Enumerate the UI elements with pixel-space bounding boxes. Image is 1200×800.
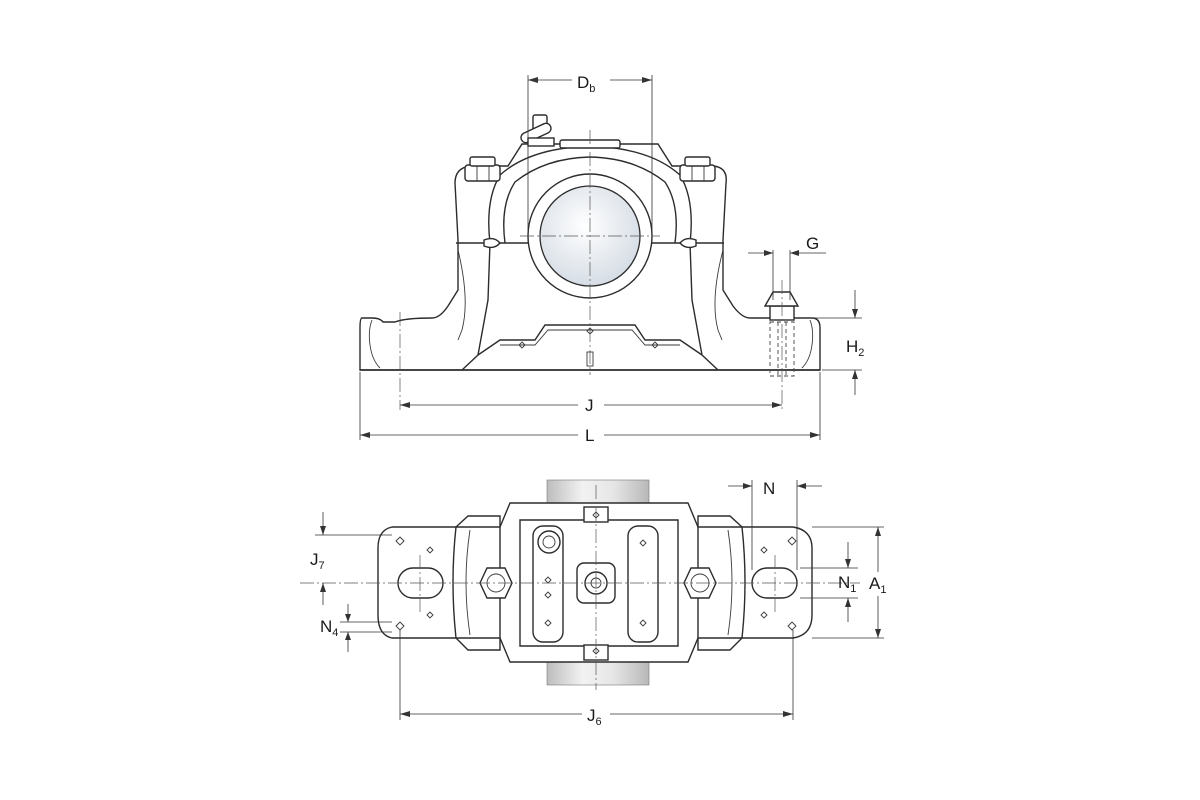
dim-G — [748, 250, 826, 300]
dim-A1 — [812, 526, 884, 639]
label-L: L — [585, 426, 594, 445]
dim-Db — [527, 75, 653, 230]
dim-J — [400, 402, 782, 408]
label-N4: N4 — [320, 617, 338, 639]
dim-J6 — [399, 630, 794, 720]
dim-N — [728, 480, 822, 570]
label-N1: N1 — [838, 573, 856, 595]
label-J6: J6 — [587, 706, 602, 728]
front-view: Db G H2 J — [359, 73, 864, 445]
label-J7: J7 — [310, 550, 325, 572]
dim-N1 — [800, 542, 858, 622]
housing-bolt-left — [464, 156, 501, 182]
label-G: G — [806, 234, 819, 253]
label-N: N — [763, 479, 775, 498]
label-Db: Db — [577, 73, 595, 95]
dim-H2 — [800, 290, 862, 395]
dim-J7 — [315, 512, 392, 605]
dim-N4 — [340, 604, 392, 652]
label-A1: A1 — [869, 574, 886, 596]
dim-L — [359, 372, 821, 440]
cap-bar-right — [627, 525, 659, 643]
top-view: N N1 A1 J7 — [300, 479, 886, 728]
label-J: J — [585, 396, 594, 415]
grease-nipple — [520, 114, 555, 147]
label-H2: H2 — [846, 337, 864, 359]
housing-bolt-right — [679, 156, 716, 182]
cap-bar-left — [532, 525, 564, 643]
